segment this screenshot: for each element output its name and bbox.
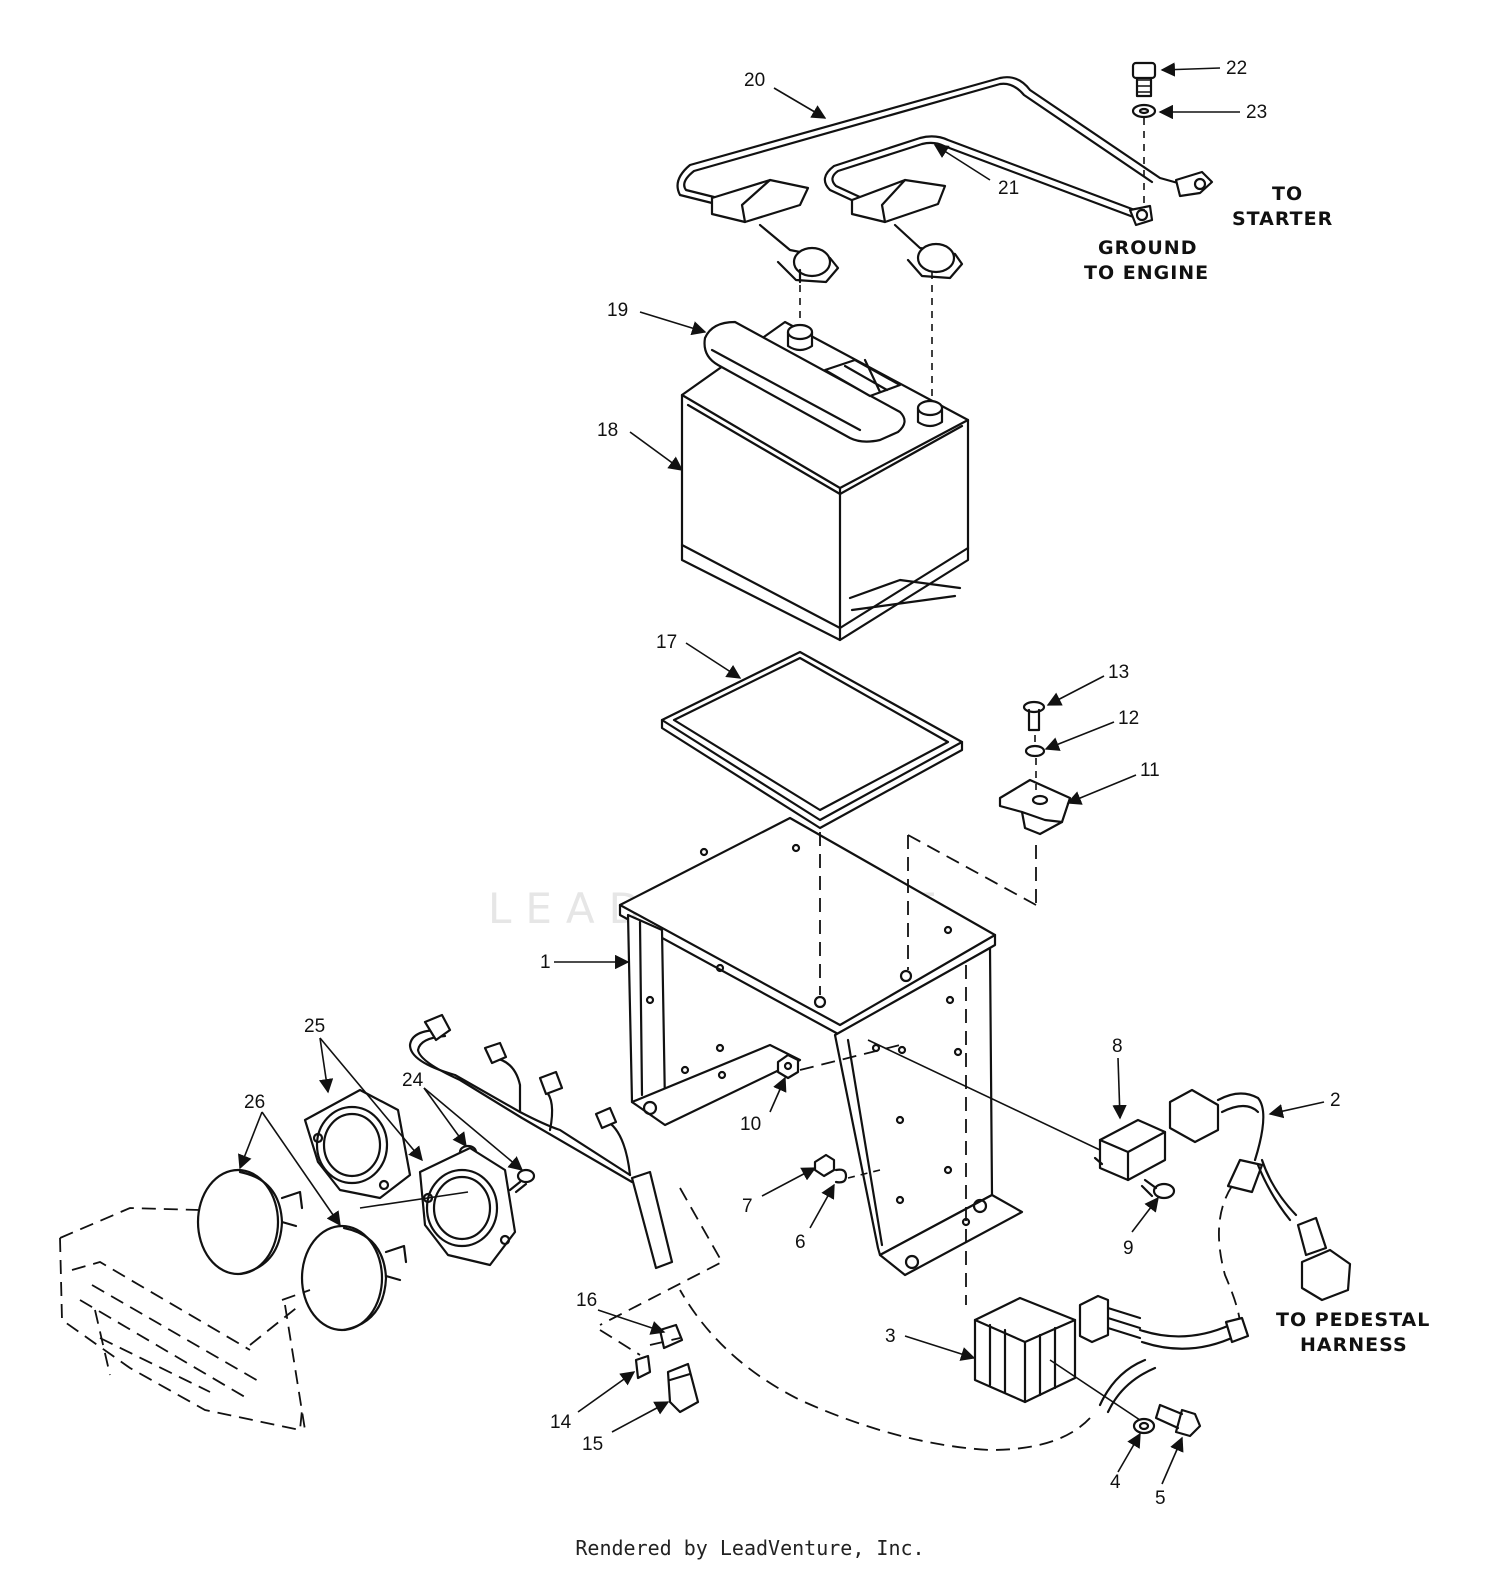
knob-16 <box>658 1323 684 1350</box>
switch-14 <box>634 1354 652 1380</box>
headlight-26b <box>300 1224 408 1332</box>
regulator-3 <box>973 1294 1250 1404</box>
washer-4 <box>1132 1417 1156 1435</box>
callout-leaders <box>238 62 1325 1485</box>
callout-8: 8 <box>1112 1036 1123 1057</box>
callout-1: 1 <box>540 952 551 973</box>
callout-13: 13 <box>1108 662 1129 683</box>
note-pedestal-line2: HARNESS <box>1300 1334 1408 1356</box>
relay-8 <box>1093 1118 1167 1182</box>
part-7 <box>813 1153 836 1178</box>
washer-12 <box>1024 744 1046 758</box>
hood-outline <box>59 1207 306 1432</box>
callout-11: 11 <box>1140 760 1160 781</box>
callout-22: 22 <box>1226 58 1247 79</box>
switch-15 <box>666 1362 700 1414</box>
battery-posts <box>786 323 944 428</box>
callout-3: 3 <box>885 1326 896 1347</box>
light-harness-24 <box>408 1013 674 1270</box>
bolt-22 <box>1131 61 1157 98</box>
callout-6: 6 <box>795 1232 806 1253</box>
callout-2: 2 <box>1330 1090 1341 1111</box>
callout-9: 9 <box>1123 1238 1134 1259</box>
callout-25: 25 <box>304 1016 325 1037</box>
washer-23 <box>1131 103 1157 119</box>
light-bracket-25b <box>418 1146 517 1267</box>
battery-18 <box>680 320 970 642</box>
note-to-starter-line2: STARTER <box>1232 208 1333 230</box>
part-6 <box>834 1168 848 1184</box>
callout-17: 17 <box>656 632 677 653</box>
callout-16: 16 <box>576 1290 597 1311</box>
note-ground-line2: TO ENGINE <box>1084 262 1209 284</box>
note-pedestal-line1: TO PEDESTAL <box>1276 1309 1430 1331</box>
bracket-11 <box>998 778 1072 836</box>
callout-14: 14 <box>550 1412 572 1433</box>
note-ground-line1: GROUND <box>1098 237 1197 259</box>
callout-18: 18 <box>597 420 618 441</box>
callout-numbers: 1 2 3 4 5 6 7 8 9 10 11 12 13 14 15 16 1… <box>244 58 1341 1509</box>
screw-9 <box>1140 1178 1176 1200</box>
bolt-5 <box>1154 1403 1202 1438</box>
callout-15: 15 <box>582 1434 603 1455</box>
note-to-starter: TO STARTER <box>1232 183 1333 230</box>
callout-10: 10 <box>740 1114 761 1135</box>
callout-19: 19 <box>607 300 628 321</box>
harness-2 <box>1168 1088 1352 1302</box>
callout-5: 5 <box>1155 1488 1166 1509</box>
callout-12: 12 <box>1118 708 1139 729</box>
light-bracket-25a <box>303 1088 412 1200</box>
screw-13 <box>1022 700 1046 732</box>
note-to-starter-line1: TO <box>1272 183 1303 205</box>
callout-24: 24 <box>402 1070 424 1091</box>
callout-21: 21 <box>998 178 1019 199</box>
battery-cable-21 <box>823 135 1154 280</box>
battery-tray-17 <box>660 650 964 830</box>
callout-26: 26 <box>244 1092 265 1113</box>
callout-23: 23 <box>1246 102 1267 123</box>
nut-10 <box>776 1053 800 1080</box>
headlight-26a <box>196 1168 304 1276</box>
battery-box-1 <box>618 816 1024 1277</box>
note-to-pedestal-harness: TO PEDESTAL HARNESS <box>1276 1309 1430 1356</box>
note-ground-to-engine: GROUND TO ENGINE <box>1084 237 1209 284</box>
battery-cable-20 <box>676 76 1214 284</box>
footer-credit: Rendered by LeadVenture, Inc. <box>575 1536 925 1560</box>
callout-20: 20 <box>744 70 765 91</box>
callout-4: 4 <box>1110 1472 1121 1493</box>
screw-24b <box>508 1168 536 1194</box>
battery-cover-19 <box>703 320 906 443</box>
callout-7: 7 <box>742 1196 753 1217</box>
